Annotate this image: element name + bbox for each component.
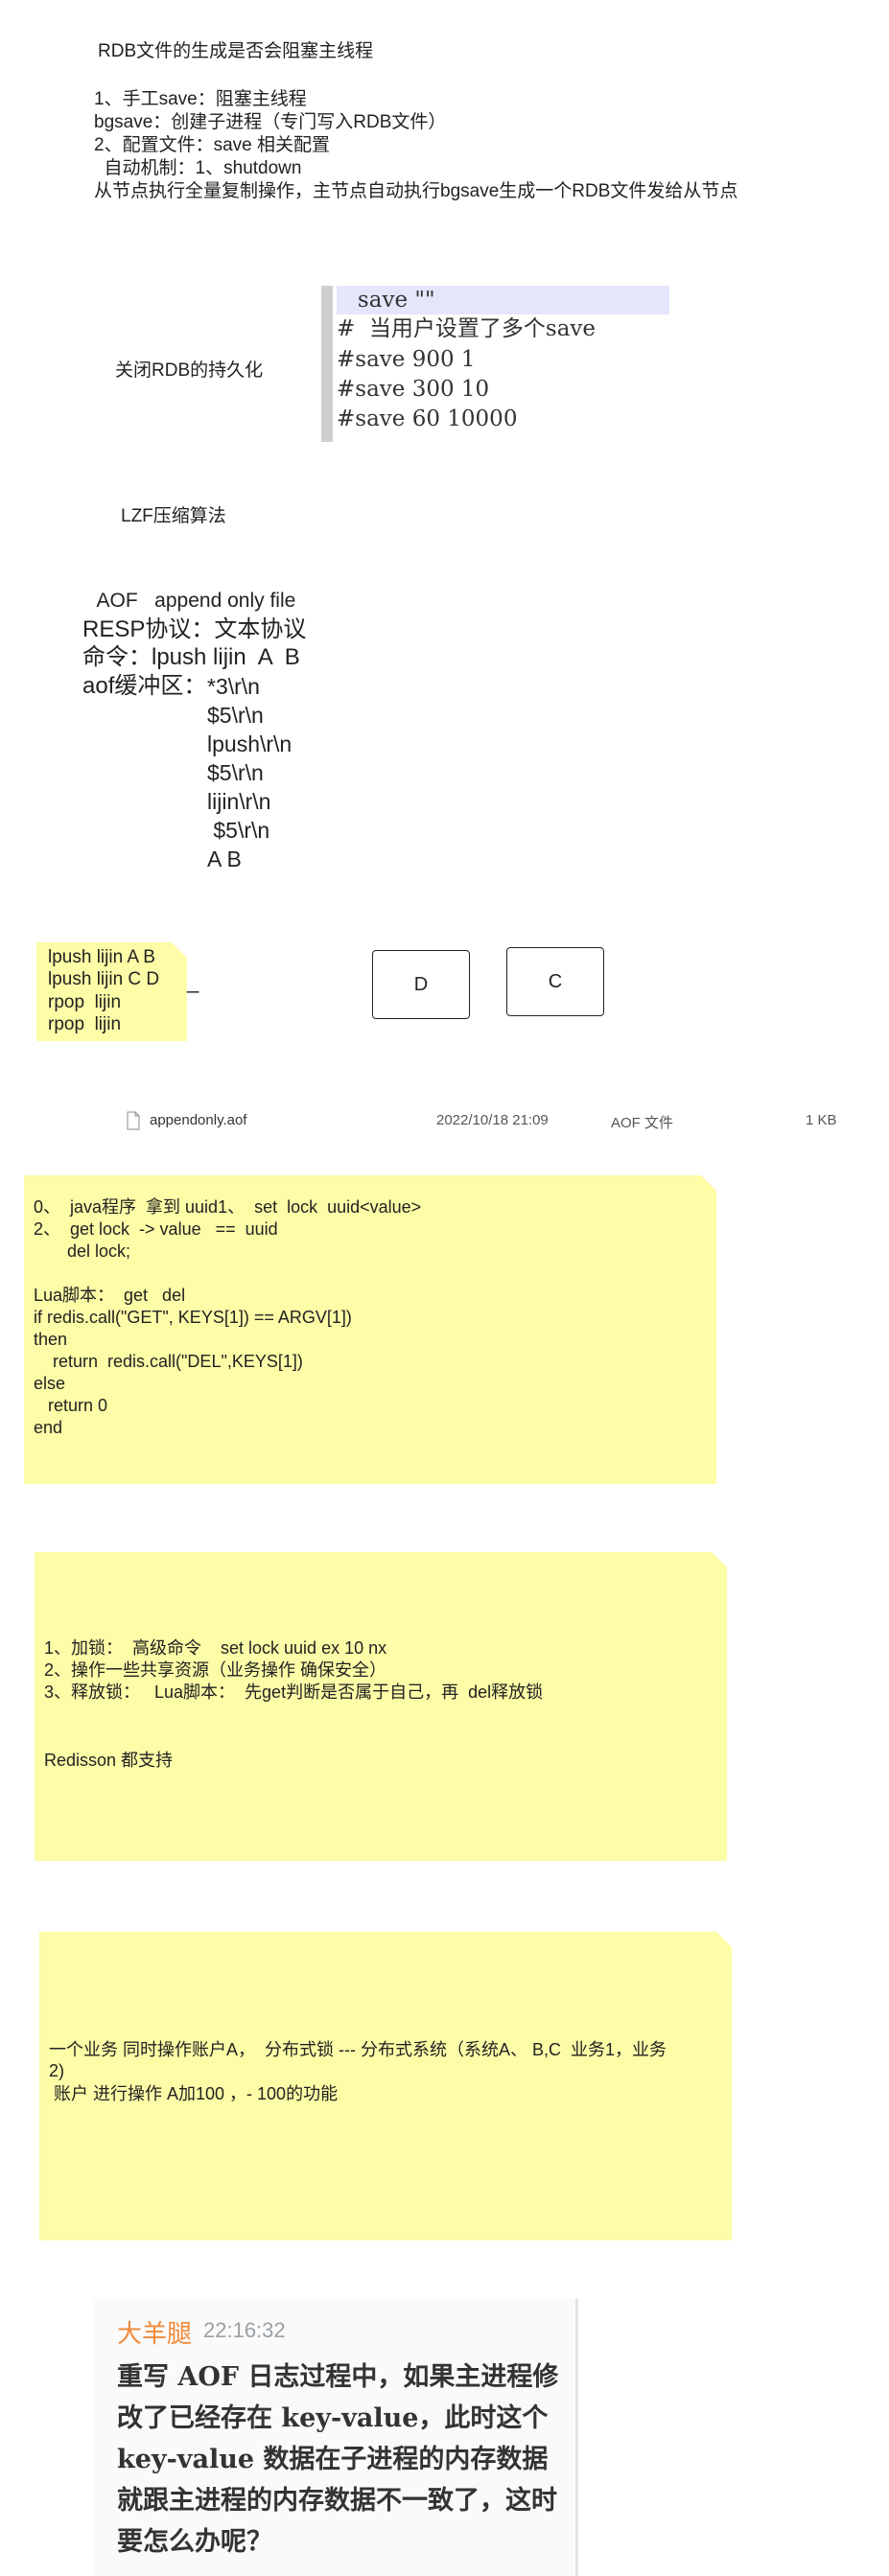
sticky-line: 1、加锁： 高级命令 set lock uuid ex 10 nx [44, 1638, 387, 1658]
chat-message-text: 重写 AOF 日志过程中，如果主进程修改了已经存在 key-value，此时这个… [117, 2362, 559, 2557]
sticky-line: 2) [49, 2061, 65, 2080]
sticky-line: end [34, 1418, 63, 1437]
code-block-bar [321, 286, 333, 442]
sticky-fold-icon [701, 1175, 716, 1191]
chat-sender-name: 大羊腿 [117, 2319, 193, 2348]
aof-buffer-line: $5\r\n [207, 760, 264, 785]
chat-edge [575, 2299, 578, 2576]
aof-buffer-line: *3\r\n [207, 674, 260, 699]
code-line-save-empty: save "" [337, 286, 669, 314]
sticky-note-lock[interactable]: 0、 java程序 拿到 uuid1、 set lock uuid<value>… [24, 1175, 716, 1484]
rdb-line-2: bgsave：创建子进程（专门写入RDB文件） [94, 112, 447, 132]
sticky-fold-icon [712, 1552, 727, 1567]
sticky-line: Lua脚本： get del [34, 1286, 186, 1305]
lzf-label: LZF压缩算法 [121, 506, 226, 526]
code-line-save-900: #save 900 1 [337, 347, 476, 372]
sticky-line: then [34, 1330, 68, 1349]
sticky-line: rpop lijin [48, 992, 122, 1012]
rdb-line-5: 从节点执行全量复制操作，主节点自动执行bgsave生成一个RDB文件发给从节点 [94, 181, 738, 201]
box-d[interactable]: D [372, 950, 470, 1019]
chat-timestamp: 22:16:32 [203, 2318, 286, 2342]
aof-buffer-line: A B [207, 847, 242, 871]
box-c-label: C [548, 970, 563, 992]
sticky-note-business[interactable]: 一个业务 同时操作账户A， 分布式锁 --- 分布式系统（系统A、 B,C 业务… [39, 1932, 732, 2240]
file-name: appendonly.aof [150, 1112, 247, 1128]
sticky-line: rpop lijin [48, 1014, 122, 1034]
sticky-line: lpush lijin A B [48, 947, 155, 967]
file-date: 2022/10/18 21:09 [436, 1112, 549, 1128]
sticky-footer: Redisson 都支持 [44, 1751, 174, 1770]
rdb-title: RDB文件的生成是否会阻塞主线程 [98, 41, 374, 61]
aof-buffer-line: $5\r\n [207, 703, 264, 728]
sticky-fold-icon [172, 942, 187, 958]
text-cursor: _ [187, 969, 199, 993]
aof-buffer-line: lijin\r\n [207, 789, 271, 814]
file-icon [127, 1111, 140, 1130]
sticky-line: 2、 get lock -> value == uuid [34, 1219, 278, 1239]
box-d-label: D [413, 973, 429, 995]
file-type: AOF 文件 [611, 1115, 674, 1131]
sticky-line: if redis.call("GET", KEYS[1]) == ARGV[1]… [34, 1308, 352, 1327]
sticky-line: 账户 进行操作 A加100 ，- 100的功能 [49, 2084, 339, 2103]
box-c[interactable]: C [506, 947, 604, 1016]
aof-title: AOF append only file [86, 590, 296, 612]
file-size: 1 KB [806, 1112, 837, 1128]
code-line-save-60: #save 60 10000 [337, 406, 518, 431]
aof-buffer-line: lpush\r\n [207, 731, 292, 756]
sticky-line: 一个业务 同时操作账户A， 分布式锁 --- 分布式系统（系统A、 B,C 业务… [49, 2040, 667, 2059]
sticky-line: return redis.call("DEL",KEYS[1]) [34, 1352, 303, 1371]
aof-buffer-line: $5\r\n [207, 818, 270, 843]
sticky-note-commands[interactable]: lpush lijin A B lpush lijin C D rpop lij… [36, 942, 187, 1041]
code-line-save-300: #save 300 10 [337, 377, 490, 402]
aof-resp: RESP协议：文本协议 [82, 616, 307, 642]
sticky-line: 2、操作一些共享资源（业务操作 确保安全） [44, 1660, 387, 1680]
rdb-line-1: 1、手工save：阻塞主线程 [94, 89, 307, 109]
sticky-line: 0、 java程序 拿到 uuid1、 set lock uuid<value> [34, 1197, 422, 1217]
file-row[interactable]: appendonly.aof 2022/10/18 21:09 AOF 文件 1… [125, 1110, 854, 1135]
sticky-line: lpush lijin C D [48, 969, 160, 989]
chat-message-screenshot: 大羊腿 22:16:32 重写 AOF 日志过程中，如果主进程修改了已经存在 k… [94, 2299, 578, 2576]
rdb-line-3: 2、配置文件：save 相关配置 [94, 135, 330, 155]
sticky-line: return 0 [34, 1396, 108, 1415]
sticky-line: del lock; [34, 1242, 131, 1261]
code-line-comment: # 当用户设置了多个save [337, 316, 597, 341]
aof-buffer-label: aof缓冲区： [82, 673, 207, 699]
sticky-line: 3、释放锁： Lua脚本： 先get判断是否属于自己，再 del释放锁 [44, 1683, 544, 1702]
sticky-line: else [34, 1374, 66, 1393]
sticky-note-lock-steps[interactable]: 1、加锁： 高级命令 set lock uuid ex 10 nx 2、操作一些… [35, 1552, 727, 1861]
sticky-fold-icon [716, 1932, 732, 1947]
rdb-line-4: 自动机制：1、shutdown [94, 158, 302, 178]
close-rdb-label: 关闭RDB的持久化 [115, 360, 264, 381]
save-config-code-block: save "" # 当用户设置了多个save #save 900 1 #save… [321, 286, 681, 442]
aof-command: 命令：lpush lijin A B [82, 644, 300, 670]
